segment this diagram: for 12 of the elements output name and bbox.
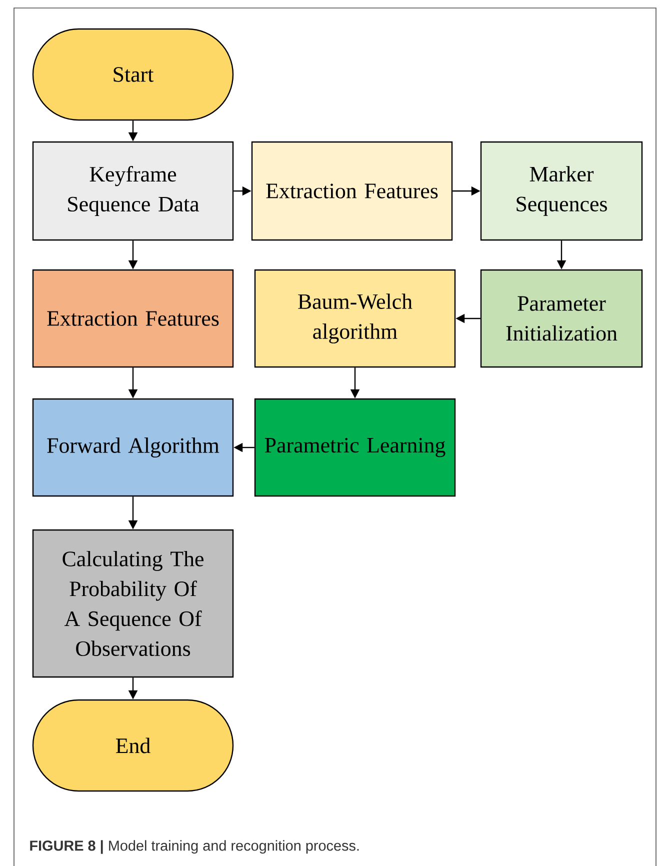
process-box: Forward Algorithm xyxy=(32,398,234,497)
process-box: Marker Sequences xyxy=(480,141,643,241)
process-box: Extraction Features xyxy=(251,141,453,241)
process-box: Parameter Initialization xyxy=(480,269,643,368)
terminal-pill: End xyxy=(32,699,234,792)
process-box: Baum-Welch algorithm xyxy=(254,269,456,368)
process-box: Extraction Features xyxy=(32,269,234,368)
process-box: Parametric Learning xyxy=(254,398,456,497)
terminal-pill: Start xyxy=(32,28,234,121)
process-box: Keyframe Sequence Data xyxy=(32,141,234,241)
process-box: Calculating The Probability Of A Sequence Of Observations xyxy=(32,529,234,678)
figure-caption: FIGURE 8 | Model training and recognition process. xyxy=(30,840,359,854)
